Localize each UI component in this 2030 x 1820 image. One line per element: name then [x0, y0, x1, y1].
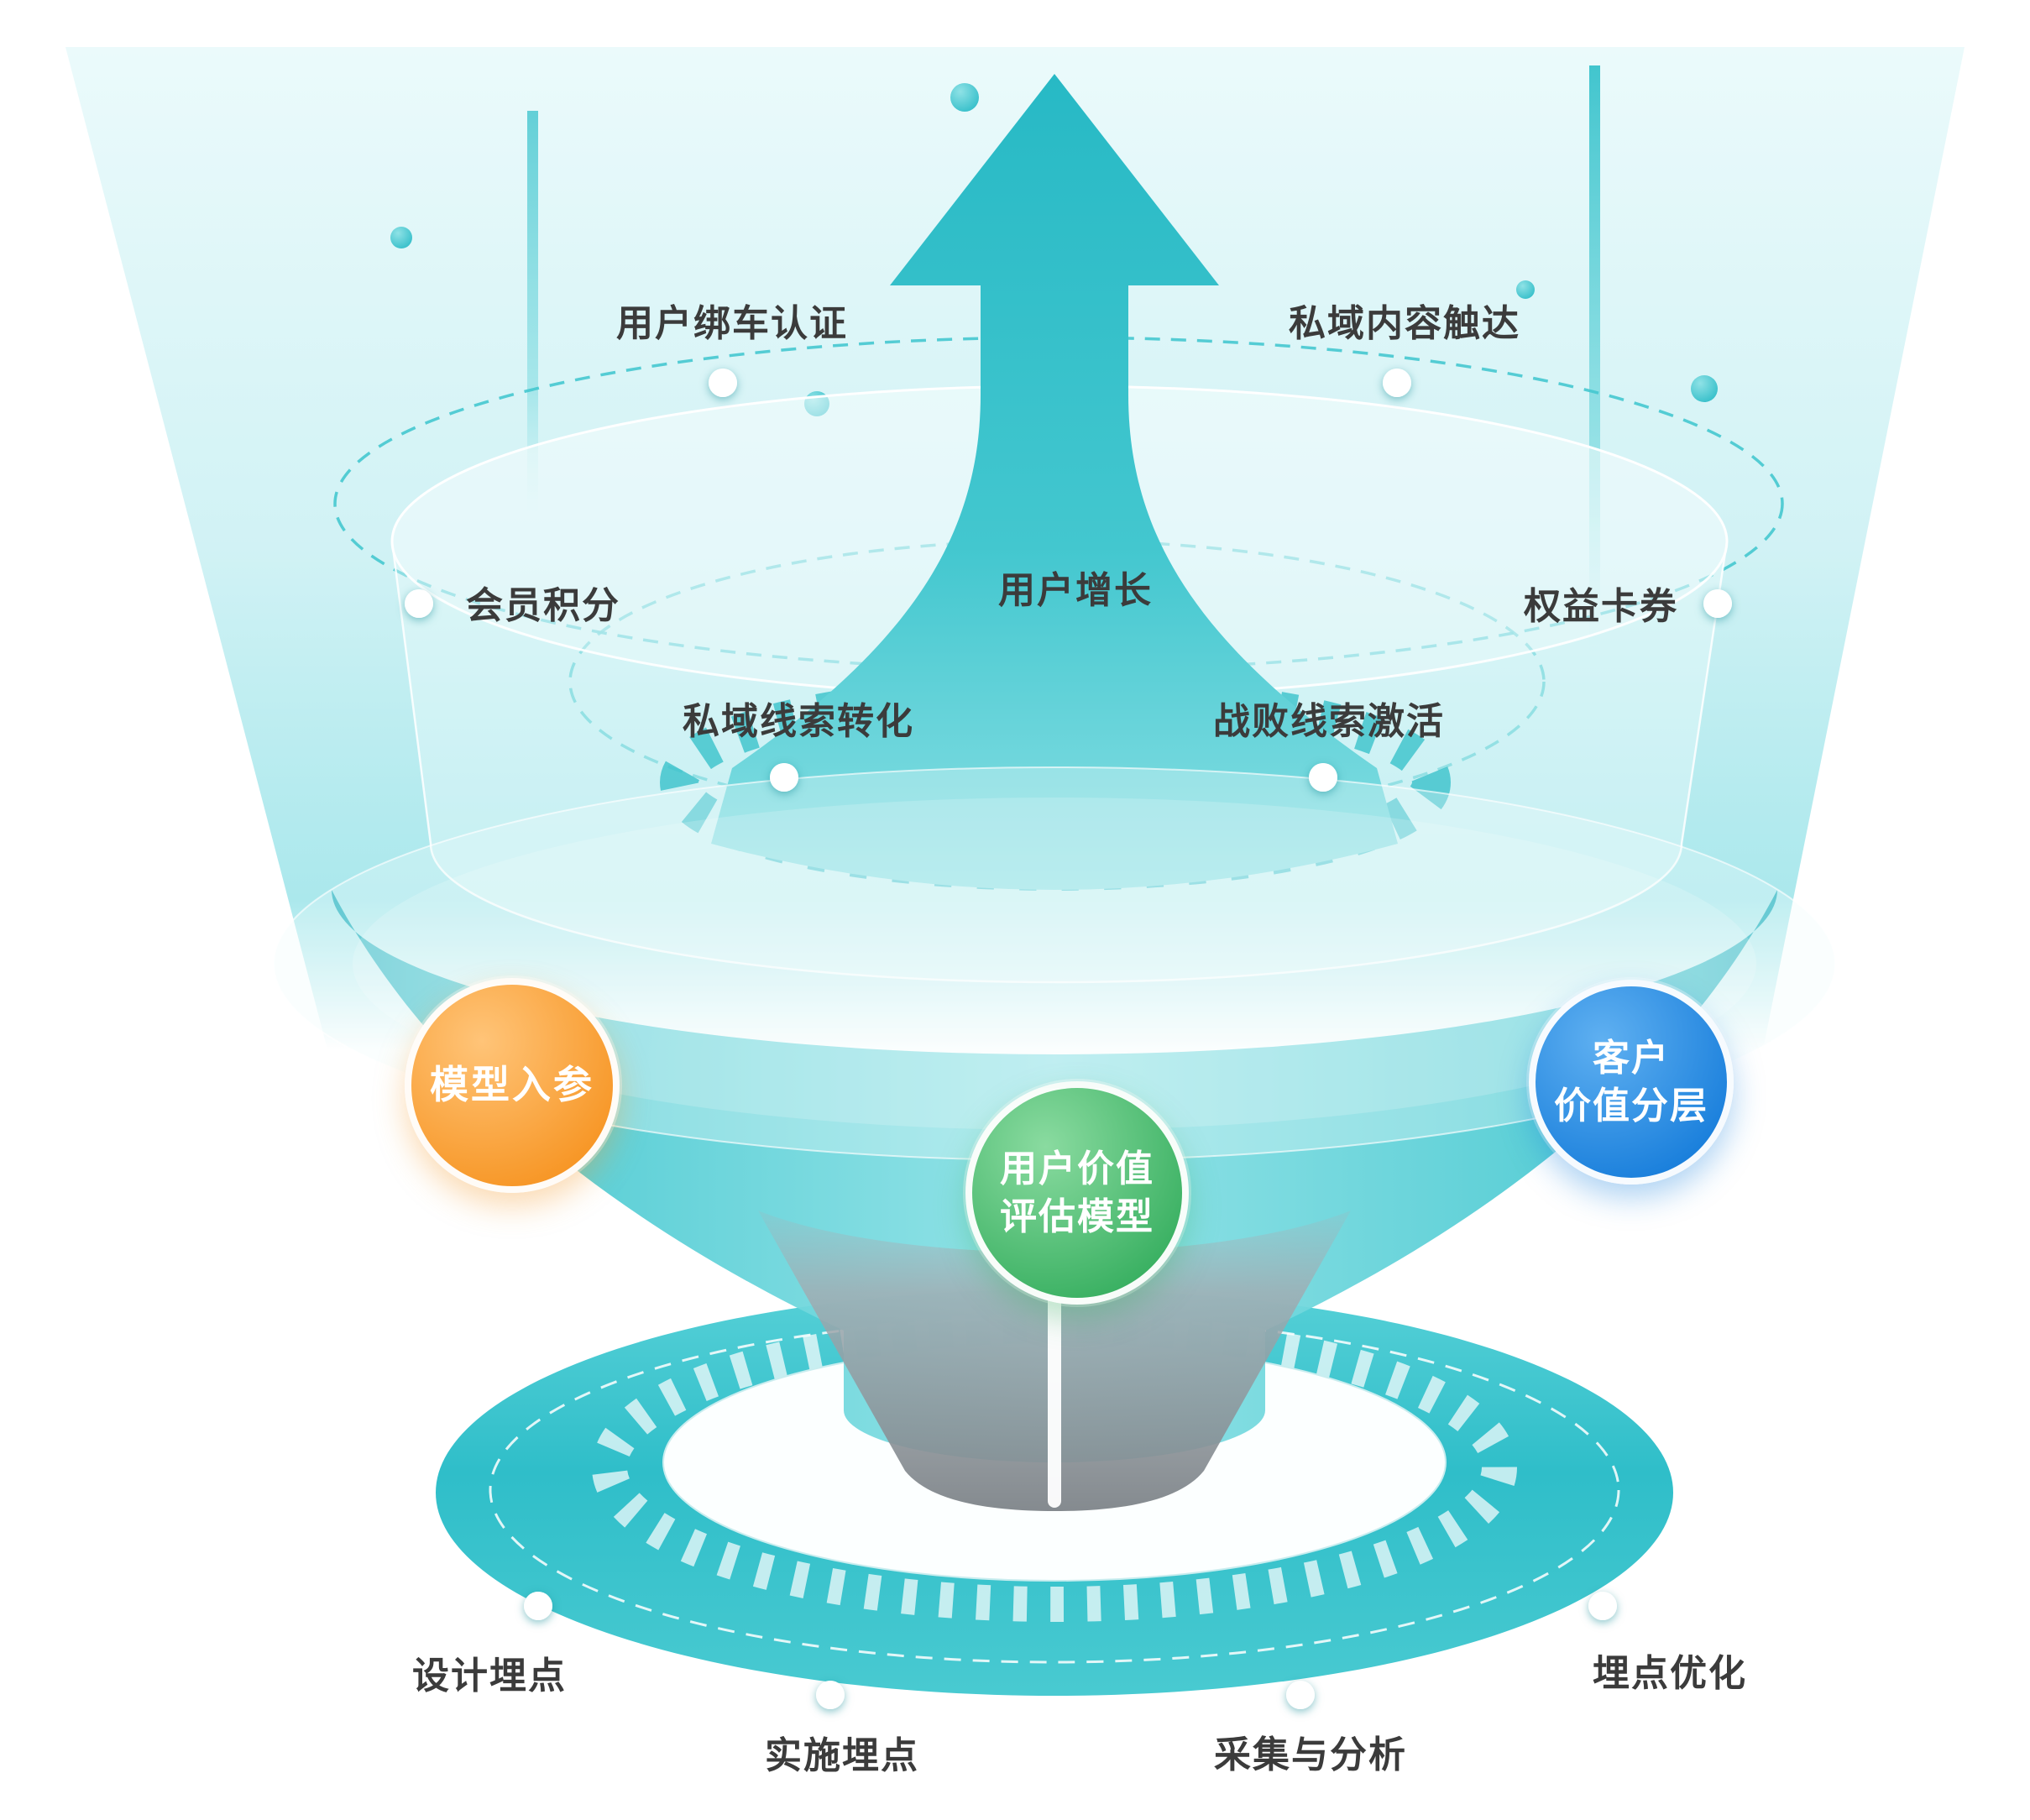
label-collect-analyze: 采集与分析 — [1214, 1734, 1407, 1776]
marker-private-content — [1383, 369, 1411, 397]
label-member-points: 会员积分 — [466, 585, 620, 626]
label-benefit-coupons: 权益卡券 — [1524, 586, 1678, 627]
node-user-value-model-line1: 用户价值 — [1000, 1148, 1154, 1190]
label-private-lead-conversion: 私域线索转化 — [683, 701, 914, 742]
marker-collect-analyze — [1286, 1681, 1315, 1709]
label-implement-tracking: 实施埋点 — [765, 1735, 919, 1776]
bubble-icon — [1516, 280, 1535, 299]
node-user-value-model-line2: 评估模型 — [1000, 1196, 1154, 1237]
marker-private-lead — [770, 763, 798, 792]
bubble-icon — [950, 83, 979, 112]
label-private-content-reach: 私域内容触达 — [1289, 303, 1520, 344]
bubble-icon — [390, 227, 412, 248]
node-customer-value-tiers-line2: 价值分层 — [1554, 1085, 1708, 1127]
marker-lost-lead — [1309, 763, 1337, 792]
growth-arrow — [711, 74, 1398, 890]
marker-design-tracking — [524, 1592, 552, 1620]
lens-plate-inner — [353, 798, 1756, 1130]
node-customer-value-tiers: 客户 价值分层 — [1529, 980, 1734, 1185]
light-streak-left — [527, 111, 538, 514]
marker-member-points — [405, 589, 433, 618]
node-customer-value-tiers-line1: 客户 — [1593, 1037, 1670, 1079]
label-user-car-binding-auth: 用户绑车认证 — [616, 303, 848, 344]
light-streak-right — [1589, 65, 1600, 653]
node-model-input-label: 模型入参 — [430, 1063, 594, 1107]
node-user-value-model: 用户价值 评估模型 — [965, 1081, 1189, 1305]
marker-benefit-coupons — [1703, 589, 1732, 618]
base-ring-ticks — [592, 1313, 1517, 1622]
marker-implement-tracking — [816, 1681, 845, 1709]
bubble-icon — [1691, 375, 1718, 402]
tick-ring-upper — [660, 674, 1451, 891]
label-design-tracking: 设计埋点 — [412, 1655, 567, 1697]
label-tracking-optimization: 埋点优化 — [1593, 1653, 1747, 1694]
marker-tracking-optimization — [1588, 1592, 1617, 1620]
marker-user-car-binding — [709, 369, 737, 397]
label-user-growth: 用户增长 — [998, 570, 1153, 611]
label-lost-lead-activation: 战败线索激活 — [1213, 701, 1445, 742]
node-model-input: 模型入参 — [405, 978, 620, 1193]
